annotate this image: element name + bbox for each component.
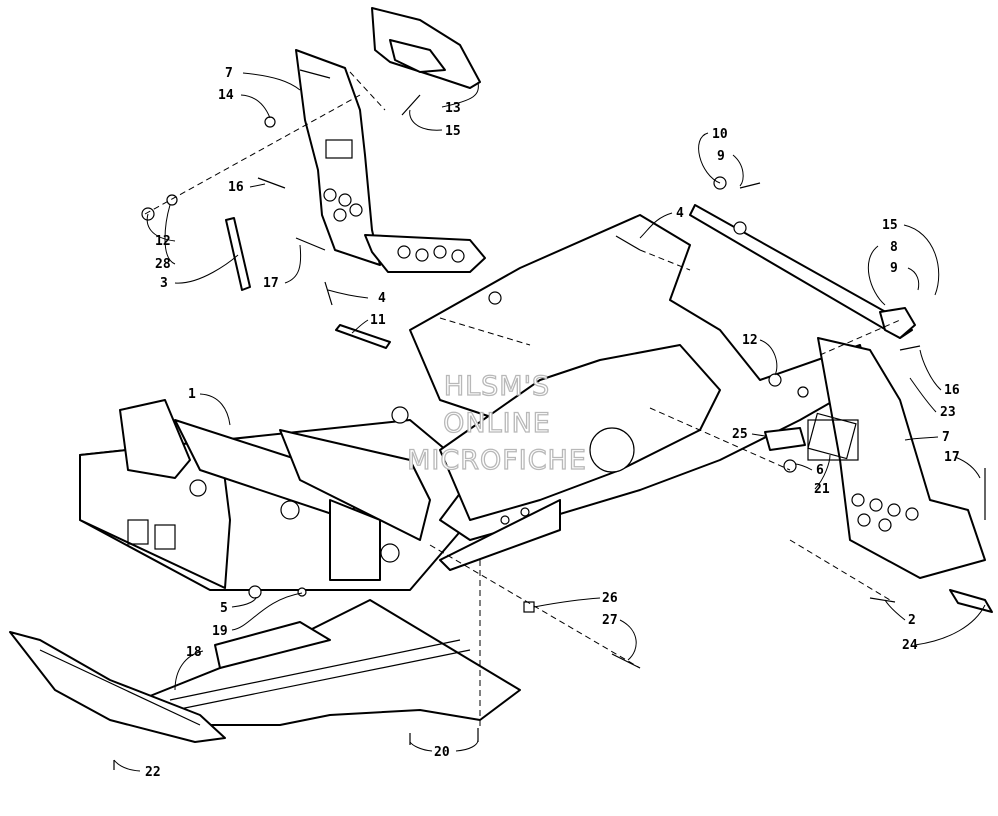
callout-10: 10 (712, 127, 728, 142)
callout-labels: 7 14 13 15 16 12 28 3 17 4 11 1 5 19 18 … (145, 66, 960, 780)
callout-9-top: 9 (717, 149, 725, 164)
callout-14: 14 (218, 88, 234, 103)
callout-15-top: 15 (445, 124, 461, 139)
watermark: HLSM'S ONLINE MICROFICHE (406, 370, 587, 476)
callout-2: 2 (908, 613, 916, 628)
callout-7-top: 7 (225, 66, 233, 81)
callout-27: 27 (602, 613, 618, 628)
callout-8: 8 (890, 240, 898, 255)
skid-plate (139, 599, 521, 726)
callout-24: 24 (902, 638, 918, 653)
callout-12-left: 12 (155, 234, 171, 249)
callout-3: 3 (160, 276, 168, 291)
main-chassis (79, 399, 471, 591)
cross-member-bar (689, 204, 916, 339)
callout-4-left: 4 (378, 291, 386, 306)
callout-11: 11 (370, 313, 386, 328)
callout-7-right: 7 (942, 430, 950, 445)
callout-17-left: 17 (263, 276, 279, 291)
watermark-line-3: MICROFICHE (407, 445, 587, 476)
callout-28: 28 (155, 257, 171, 272)
callout-21: 21 (814, 482, 830, 497)
watermark-line-2: ONLINE (443, 408, 551, 439)
callout-1: 1 (188, 387, 196, 402)
callout-9-right: 9 (890, 261, 898, 276)
steering-support-right (807, 337, 986, 579)
callout-12-right: 12 (742, 333, 758, 348)
front-bumper (9, 631, 226, 743)
leader-lines (113, 72, 986, 772)
side-frame-panel (391, 214, 871, 571)
callout-19: 19 (212, 624, 228, 639)
watermark-line-1: HLSM'S (444, 371, 550, 402)
callout-5: 5 (220, 601, 228, 616)
callout-16-right: 16 (944, 383, 960, 398)
bracket-24 (949, 589, 993, 613)
callout-26: 26 (602, 591, 618, 606)
callout-16-left: 16 (228, 180, 244, 195)
callout-18: 18 (186, 645, 202, 660)
callout-25: 25 (732, 427, 748, 442)
console-bracket (371, 7, 481, 89)
steering-support-upper (295, 49, 486, 273)
callout-20: 20 (434, 745, 450, 760)
callout-6: 6 (816, 463, 824, 478)
callout-4-right: 4 (676, 206, 684, 221)
callout-17-right: 17 (944, 450, 960, 465)
callout-22: 22 (145, 765, 161, 780)
callout-15-right: 15 (882, 218, 898, 233)
callout-23: 23 (940, 405, 956, 420)
callout-13: 13 (445, 101, 461, 116)
